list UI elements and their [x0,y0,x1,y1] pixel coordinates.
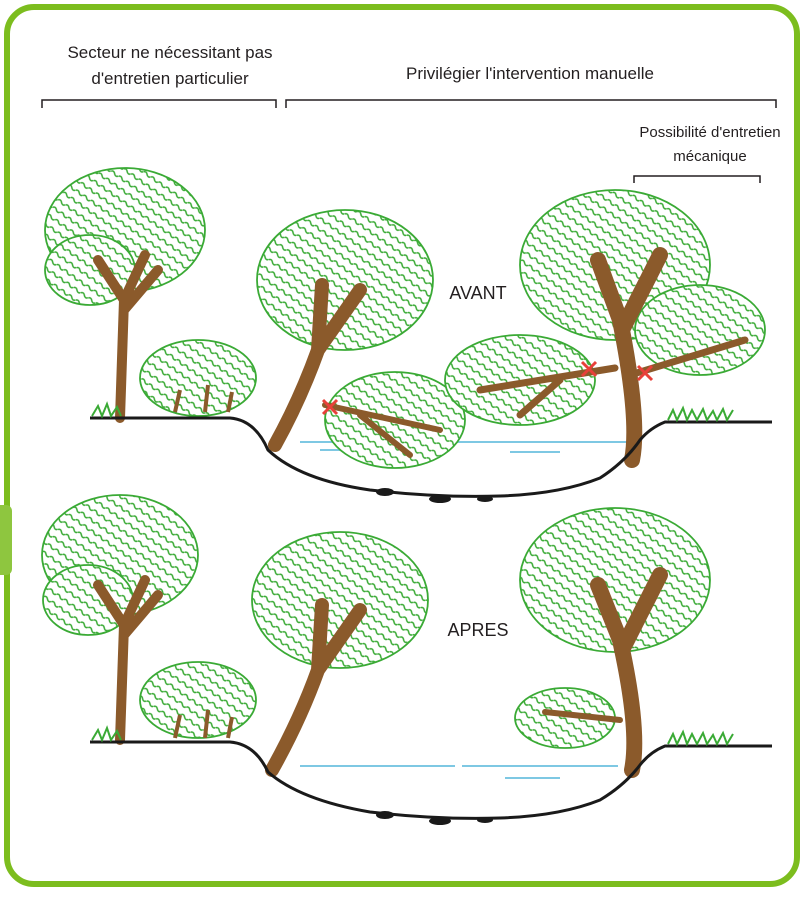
shrub-before [140,340,256,416]
tree-right-after [515,508,710,770]
label-before: AVANT [418,283,538,304]
scene-before [45,168,772,503]
tree-middle-before [257,210,465,468]
bracket-left [42,100,276,108]
label-no-maintenance-sector: Secteur ne nécessitant pas d'entretien p… [30,40,310,92]
bracket-middle [286,100,776,108]
label-after: APRES [418,620,538,641]
water-after [300,766,618,778]
label-manual-intervention: Privilégier l'intervention manuelle [330,64,730,84]
bracket-right [634,176,760,183]
shrub-after [140,662,256,738]
label-mechanical-maintenance: Possibilité d'entretien mécanique [590,121,812,169]
tree-middle-after [252,532,428,770]
ground-after [90,728,772,825]
scene-after [42,495,772,825]
